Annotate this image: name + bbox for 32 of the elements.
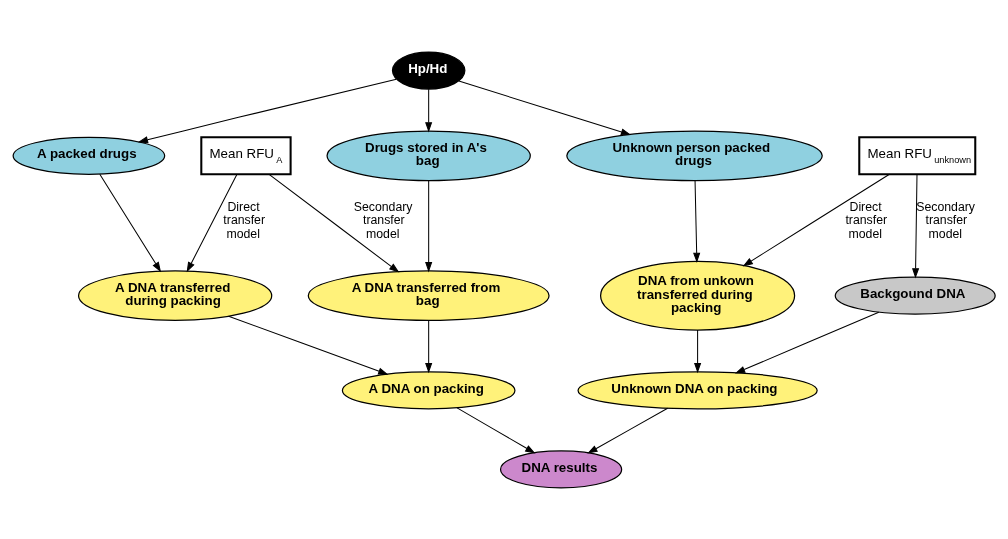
arrow — [137, 78, 397, 143]
arrow — [693, 179, 701, 263]
arrow — [456, 406, 536, 453]
node-ellipse: DNA results — [499, 449, 623, 488]
node-ellipse: Drugs stored in A's bag — [326, 130, 531, 181]
node-box: Mean RFU$_{unknown}$ — [858, 135, 977, 175]
node-ellipse: A DNA transferred during packing — [77, 269, 273, 321]
arrow — [694, 328, 702, 373]
arrow — [268, 173, 400, 273]
arrow — [742, 173, 890, 266]
node-ellipse: A DNA on packing — [341, 370, 516, 409]
arrow — [425, 88, 433, 132]
node-ellipse: Hp/Hd — [391, 51, 466, 90]
node-ellipse: Backgound DNA — [834, 276, 996, 315]
arrow — [734, 311, 880, 373]
arrow — [425, 319, 433, 373]
node-ellipse: Unknown person packed drugs — [566, 130, 823, 181]
node-ellipse: Unknown DNA on packing — [577, 370, 818, 409]
node-ellipse: A DNA transferred from bag — [307, 269, 550, 321]
arrow — [912, 173, 920, 278]
node-box: Mean RFU$_{A}$ — [200, 135, 292, 175]
edge-label: Secondary transfer model — [353, 199, 413, 241]
edge-label: Secondary transfer model — [916, 199, 976, 241]
arrow — [458, 80, 632, 135]
arrow — [228, 315, 389, 375]
edge-label: Direct transfer model — [223, 199, 266, 241]
edge-label: Direct transfer model — [845, 199, 888, 241]
arrow — [587, 407, 669, 454]
arrow — [425, 179, 433, 272]
node-ellipse: DNA from unkown transferred during packing — [599, 260, 796, 331]
arrow — [186, 173, 238, 272]
arrow — [99, 173, 162, 272]
